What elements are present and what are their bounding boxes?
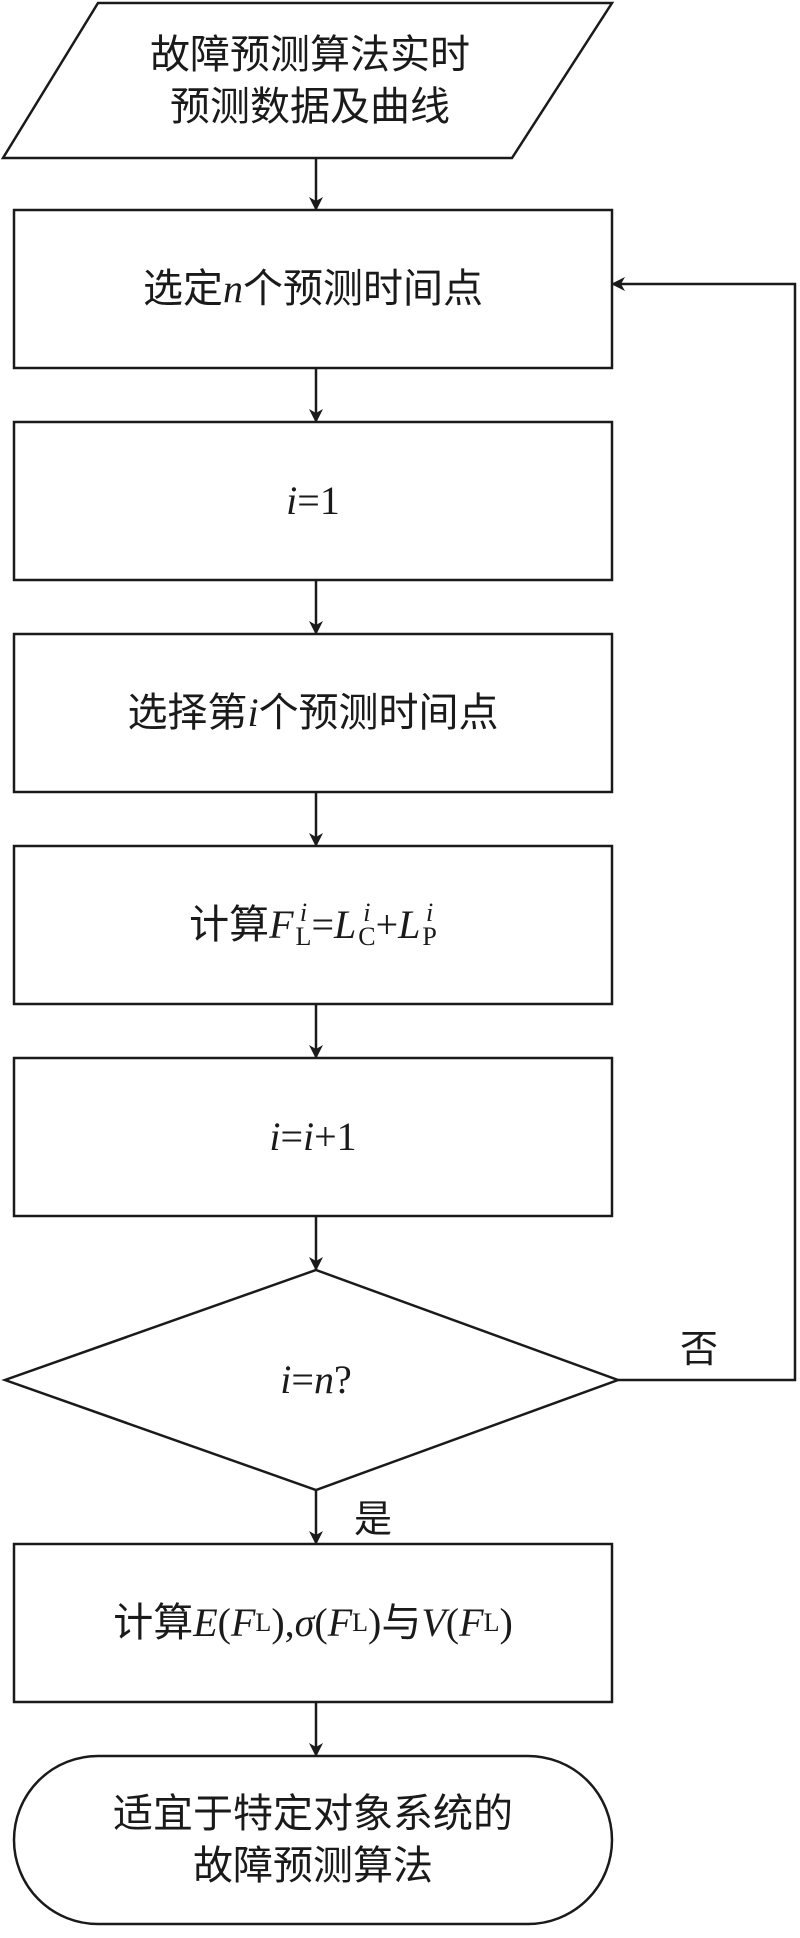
- start-label-line2: 预测数据及曲线: [170, 84, 450, 130]
- decision-var1: i: [280, 1357, 292, 1402]
- increment-rest: +1: [314, 1114, 357, 1159]
- stats-lparen-1: (: [217, 1600, 231, 1645]
- select-i-var: i: [247, 690, 259, 735]
- start-label-line1: 故障预测算法实时: [150, 32, 470, 78]
- increment-eq: =: [280, 1114, 303, 1159]
- increment-var1: i: [269, 1114, 281, 1159]
- calc-f-eq: =: [311, 902, 334, 947]
- branch-yes-label: 是: [354, 1497, 393, 1541]
- stats-lparen-3: (: [445, 1600, 460, 1645]
- stats-F-2: F: [327, 1600, 353, 1645]
- end-label-line1: 适宜于特定对象系统的: [113, 1791, 513, 1837]
- stats-pre: 计算: [113, 1600, 194, 1646]
- calc-f-L1-sup: i: [363, 898, 371, 927]
- stats-E: E: [193, 1600, 218, 1645]
- start-parallelogram: [0, 1, 615, 160]
- increment-label: i=i+1: [14, 1058, 612, 1216]
- select-n-pre: 选定: [143, 266, 223, 312]
- increment-var2: i: [303, 1114, 315, 1159]
- decision-var2: n: [313, 1357, 334, 1402]
- branch-no-label: 否: [680, 1327, 719, 1371]
- stats-V: V: [421, 1600, 446, 1645]
- decision-eq: =: [291, 1357, 314, 1402]
- stats-sub-2: L: [352, 1608, 369, 1637]
- init-rest: =1: [297, 478, 340, 523]
- calc-f-F: F: [269, 902, 294, 947]
- calc-f-L2-sup: i: [426, 898, 434, 927]
- stats-lparen-2: (: [314, 1600, 328, 1645]
- calc-f-plus: +: [375, 902, 399, 947]
- calc-f-L2-sub: P: [422, 922, 437, 951]
- init-label: i=1: [14, 422, 612, 580]
- calc-f-F-sup: i: [299, 898, 308, 927]
- decision-q: ?: [333, 1357, 352, 1402]
- select-n-var: n: [223, 266, 243, 311]
- calc-f-L1: L: [334, 902, 357, 947]
- init-var: i: [286, 478, 298, 523]
- stats-F-1: F: [230, 1600, 256, 1645]
- calc-f-F-sub: L: [295, 922, 312, 951]
- end-label-line2: 故障预测算法: [193, 1843, 433, 1889]
- stats-sub-3: L: [483, 1608, 500, 1637]
- stats-sigma: σ: [294, 1600, 315, 1645]
- calc-f-L2: L: [398, 902, 421, 947]
- stats-F-3: F: [459, 1600, 484, 1645]
- select-i-post: 个预测时间点: [258, 690, 499, 736]
- decision-label: i=n?: [116, 1340, 516, 1420]
- stats-sub-1: L: [255, 1608, 272, 1637]
- calc-f-pre: 计算: [189, 902, 270, 948]
- arrow-loop-back: [611, 277, 797, 1382]
- stats-conj: 与: [381, 1600, 422, 1646]
- select-i-pre: 选择第: [127, 690, 248, 736]
- stats-rparen-3: ): [499, 1600, 513, 1645]
- start-label: 故障预测算法实时 预测数据及曲线: [60, 18, 560, 144]
- select-n-post: 个预测时间点: [243, 266, 483, 312]
- end-label: 适宜于特定对象系统的 故障预测算法: [14, 1770, 612, 1910]
- stats-rparen-comma-1: ),: [271, 1600, 295, 1645]
- stats-rparen-2: ): [368, 1600, 382, 1645]
- calc-f-L1-sub: C: [358, 922, 376, 951]
